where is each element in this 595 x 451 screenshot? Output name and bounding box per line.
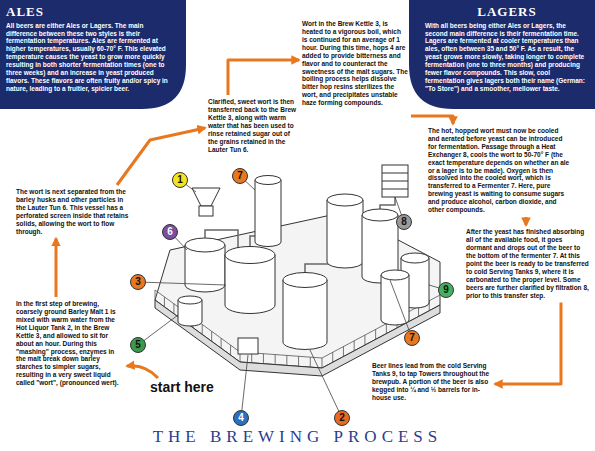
body-text: After the yeast has finished absorbing a… xyxy=(466,228,590,299)
callout-number: 2 xyxy=(334,410,350,426)
callout-number: 8 xyxy=(396,214,412,230)
callout-number: 7 xyxy=(404,330,420,346)
step-text: The wort is next separated from the barl… xyxy=(16,188,132,236)
callout-number: 6 xyxy=(162,224,178,240)
step-text: In the first step of brewing, coarsely g… xyxy=(16,300,120,387)
flow-arrow xyxy=(117,128,205,185)
style-banner: ALES All beers are either Ales or Lagers.… xyxy=(0,0,186,109)
callout-number: 1 xyxy=(172,172,188,188)
step-text: Wort in the Brew Kettle 3, is heated to … xyxy=(302,20,408,107)
callout-number: 5 xyxy=(130,337,146,353)
page-title: THE BREWING PROCESS xyxy=(0,428,595,447)
body-text: Beer lines lead from the cold Serving Ta… xyxy=(372,362,492,402)
banner-heading: LAGERS xyxy=(425,4,589,20)
body-text: With all beers being either Ales or Lage… xyxy=(425,22,589,93)
body-text: The hot, hopped wort must now be cooled … xyxy=(428,127,570,214)
banner-fill xyxy=(409,0,595,109)
callout-number: 9 xyxy=(438,282,454,298)
flow-arrow xyxy=(525,217,528,225)
flow-arrow xyxy=(228,60,299,95)
body-text: Clarified, sweet wort is then transferre… xyxy=(208,98,298,153)
callout-number: 4 xyxy=(233,410,249,426)
body-text: All beers are either Ales or Lagers. The… xyxy=(6,22,170,93)
callout-number: 3 xyxy=(130,274,146,290)
banner-fill xyxy=(0,0,186,109)
body-text: The wort is next separated from the barl… xyxy=(16,188,132,236)
flow-arrow xyxy=(55,239,58,297)
step-text: The hot, hopped wort must now be cooled … xyxy=(428,127,570,214)
body-text: Wort in the Brew Kettle 3, is heated to … xyxy=(302,20,408,107)
tanks xyxy=(178,165,429,354)
step-text: Clarified, sweet wort is then transferre… xyxy=(208,98,298,153)
flow-arrow xyxy=(411,116,453,124)
style-banner: LAGERS With all beers being either Ales o… xyxy=(409,0,595,109)
start-label: start here xyxy=(150,380,214,395)
step-text: Beer lines lead from the cold Serving Ta… xyxy=(372,362,492,402)
platform xyxy=(155,212,440,376)
banner-heading: ALES xyxy=(6,4,170,20)
callout-number: 7 xyxy=(232,168,248,184)
step-text: After the yeast has finished absorbing a… xyxy=(466,228,590,299)
start-arrow xyxy=(127,366,158,378)
flow-arrow xyxy=(495,302,561,384)
body-text: In the first step of brewing, coarsely g… xyxy=(16,300,120,387)
